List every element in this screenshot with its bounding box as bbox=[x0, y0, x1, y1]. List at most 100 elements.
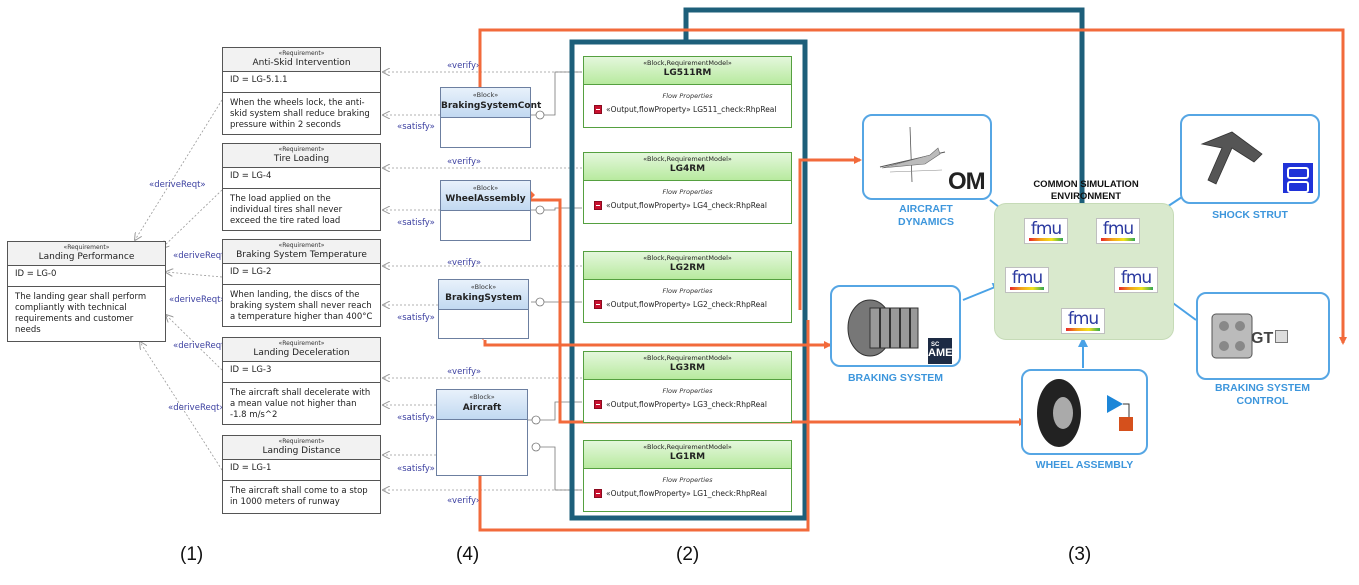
requirement-name: Tire Loading bbox=[273, 154, 330, 164]
requirement-model-lg3rm[interactable]: «Block,RequirementModel»LG3RM Flow Prope… bbox=[583, 351, 792, 423]
flow-property: «Output,flowProperty» LG3_check:RhpReal bbox=[606, 400, 767, 409]
flow-property: «Output,flowProperty» LG511_check:RhpRea… bbox=[606, 105, 777, 114]
brake-assembly-icon bbox=[847, 299, 919, 357]
derive-label-3: «deriveReqt» bbox=[169, 295, 226, 305]
requirement-id: ID = LG-2 bbox=[223, 264, 380, 285]
stereotype: «Block,RequirementModel» bbox=[643, 443, 732, 451]
requirement-model-lg2rm[interactable]: «Block,RequirementModel»LG2RM Flow Prope… bbox=[583, 251, 792, 323]
requirement-id: ID = LG-5.1.1 bbox=[223, 72, 380, 93]
flow-property: «Output,flowProperty» LG4_check:RhpReal bbox=[606, 201, 767, 210]
block-aircraft[interactable]: «Block» Aircraft bbox=[436, 389, 528, 476]
satisfy-label-4: «satisfy» bbox=[397, 413, 435, 423]
shock-strut-tool-logo bbox=[1283, 163, 1313, 193]
requirement-landing-deceleration[interactable]: «Requirement»Landing Deceleration ID = L… bbox=[222, 337, 381, 425]
requirement-name: Landing Performance bbox=[38, 252, 135, 262]
verify-label-2: «verify» bbox=[447, 157, 481, 167]
shock-strut-icon bbox=[1200, 131, 1263, 185]
requirement-id: ID = LG-0 bbox=[8, 266, 165, 287]
requirement-name: Anti-Skid Intervention bbox=[252, 58, 351, 68]
stereotype: «Requirement» bbox=[278, 146, 325, 153]
block-name: Aircraft bbox=[462, 403, 502, 413]
block-braking-system-cont[interactable]: «Block» BrakingSystemCont bbox=[440, 87, 542, 148]
composition-links bbox=[528, 71, 582, 491]
flow-properties-heading: Flow Properties bbox=[662, 92, 713, 100]
requirement-text: When landing, the discs of the braking s… bbox=[230, 290, 373, 322]
label-braking-system: BRAKING SYSTEM bbox=[847, 372, 944, 384]
verify-label-3: «verify» bbox=[447, 258, 481, 268]
gt-suite-logo: GT bbox=[1251, 330, 1289, 348]
caption-2: (2) bbox=[676, 544, 700, 565]
stereotype: «Block» bbox=[472, 184, 499, 192]
requirement-name: Landing Distance bbox=[262, 446, 341, 456]
stereotype: «Requirement» bbox=[278, 50, 325, 57]
stereotype: «Block» bbox=[469, 393, 495, 401]
requirement-anti-skid-intervention[interactable]: «Requirement»Anti-Skid Intervention ID =… bbox=[222, 47, 381, 135]
satisfy-label-1: «satisfy» bbox=[397, 122, 435, 132]
satisfy-label-5: «satisfy» bbox=[397, 464, 435, 474]
flow-properties-heading: Flow Properties bbox=[662, 387, 713, 395]
flow-property-icon bbox=[594, 300, 602, 309]
requirement-braking-system-temperature[interactable]: «Requirement»Braking System Temperature … bbox=[222, 239, 381, 327]
environment-title: COMMON SIMULATION ENVIRONMENT bbox=[1033, 179, 1139, 202]
satisfy-label-3: «satisfy» bbox=[397, 313, 435, 323]
derive-label-5: «deriveReqt» bbox=[168, 403, 225, 413]
wheel-icon bbox=[1037, 379, 1133, 447]
requirement-landing-performance[interactable]: «Requirement»Landing Performance ID = LG… bbox=[7, 241, 166, 342]
stereotype: «Block,RequirementModel» bbox=[643, 59, 732, 67]
stereotype: «Requirement» bbox=[278, 340, 325, 347]
flow-property-icon bbox=[594, 201, 602, 210]
derive-label-1: «deriveReqt» bbox=[149, 180, 206, 190]
requirement-id: ID = LG-4 bbox=[223, 168, 380, 189]
label-wheel-assembly: WHEEL ASSEMBLY bbox=[1035, 459, 1134, 471]
block-wheel-assembly[interactable]: «Block» WheelAssembly bbox=[440, 180, 531, 241]
requirement-landing-distance[interactable]: «Requirement»Landing Distance ID = LG-1 … bbox=[222, 435, 381, 514]
requirement-text: The aircraft shall decelerate with a mea… bbox=[230, 388, 371, 420]
stereotype: «Block,RequirementModel» bbox=[643, 354, 732, 362]
caption-3: (3) bbox=[1068, 544, 1092, 565]
block-name: BrakingSystemCont bbox=[441, 101, 542, 111]
block-name: BrakingSystem bbox=[445, 293, 522, 303]
brake-control-unit-icon bbox=[1211, 313, 1253, 359]
stereotype: «Block» bbox=[470, 283, 497, 291]
model-name: LG1RM bbox=[669, 452, 706, 462]
aircraft-diagram-icon bbox=[879, 126, 946, 183]
stereotype: «Block» bbox=[472, 91, 499, 99]
model-name: LG4RM bbox=[669, 164, 706, 174]
model-name: LG511RM bbox=[663, 68, 712, 78]
fmu-icon[interactable]: fmu bbox=[1061, 308, 1105, 334]
panel-aircraft-dynamics[interactable] bbox=[862, 114, 992, 200]
flow-property-icon bbox=[594, 400, 602, 409]
label-shock-strut: SHOCK STRUT bbox=[1212, 209, 1288, 221]
fmu-icon[interactable]: fmu bbox=[1024, 218, 1068, 244]
fmu-icon[interactable]: fmu bbox=[1096, 218, 1140, 244]
model-name: LG3RM bbox=[669, 363, 706, 373]
model-name: LG2RM bbox=[669, 263, 706, 273]
block-braking-system[interactable]: «Block» BrakingSystem bbox=[438, 279, 529, 339]
requirement-model-lg4rm[interactable]: «Block,RequirementModel»LG4RM Flow Prope… bbox=[583, 152, 792, 224]
fmu-icon[interactable]: fmu bbox=[1005, 267, 1049, 293]
caption-4: (4) bbox=[456, 544, 480, 565]
om-logo: OM bbox=[948, 168, 986, 195]
label-aircraft-dynamics: AIRCRAFT DYNAMICS bbox=[897, 203, 954, 228]
composition-symbols bbox=[531, 110, 545, 452]
flow-properties-heading: Flow Properties bbox=[662, 287, 713, 295]
label-braking-system-control: BRAKING SYSTEM CONTROL bbox=[1214, 382, 1311, 407]
flow-properties-heading: Flow Properties bbox=[662, 188, 713, 196]
caption-1: (1) bbox=[180, 544, 204, 565]
flow-properties-heading: Flow Properties bbox=[662, 476, 713, 484]
block-name: WheelAssembly bbox=[445, 194, 526, 204]
panel-wheel-assembly[interactable] bbox=[1021, 369, 1148, 455]
flow-property-icon bbox=[594, 489, 602, 498]
stereotype: «Requirement» bbox=[278, 242, 325, 249]
fmu-icon[interactable]: fmu bbox=[1114, 267, 1158, 293]
requirement-name: Braking System Temperature bbox=[236, 250, 367, 260]
requirement-tire-loading[interactable]: «Requirement»Tire Loading ID = LG-4 The … bbox=[222, 143, 381, 231]
requirement-model-lg511rm[interactable]: «Block,RequirementModel»LG511RM Flow Pro… bbox=[583, 56, 792, 128]
requirement-name: Landing Deceleration bbox=[253, 348, 350, 358]
panel-braking-system-control[interactable] bbox=[1196, 292, 1330, 380]
verify-label-5: «verify» bbox=[447, 496, 481, 506]
stereotype: «Block,RequirementModel» bbox=[643, 254, 732, 262]
requirement-model-lg1rm[interactable]: «Block,RequirementModel»LG1RM Flow Prope… bbox=[583, 440, 792, 512]
satisfy-label-2: «satisfy» bbox=[397, 218, 435, 228]
